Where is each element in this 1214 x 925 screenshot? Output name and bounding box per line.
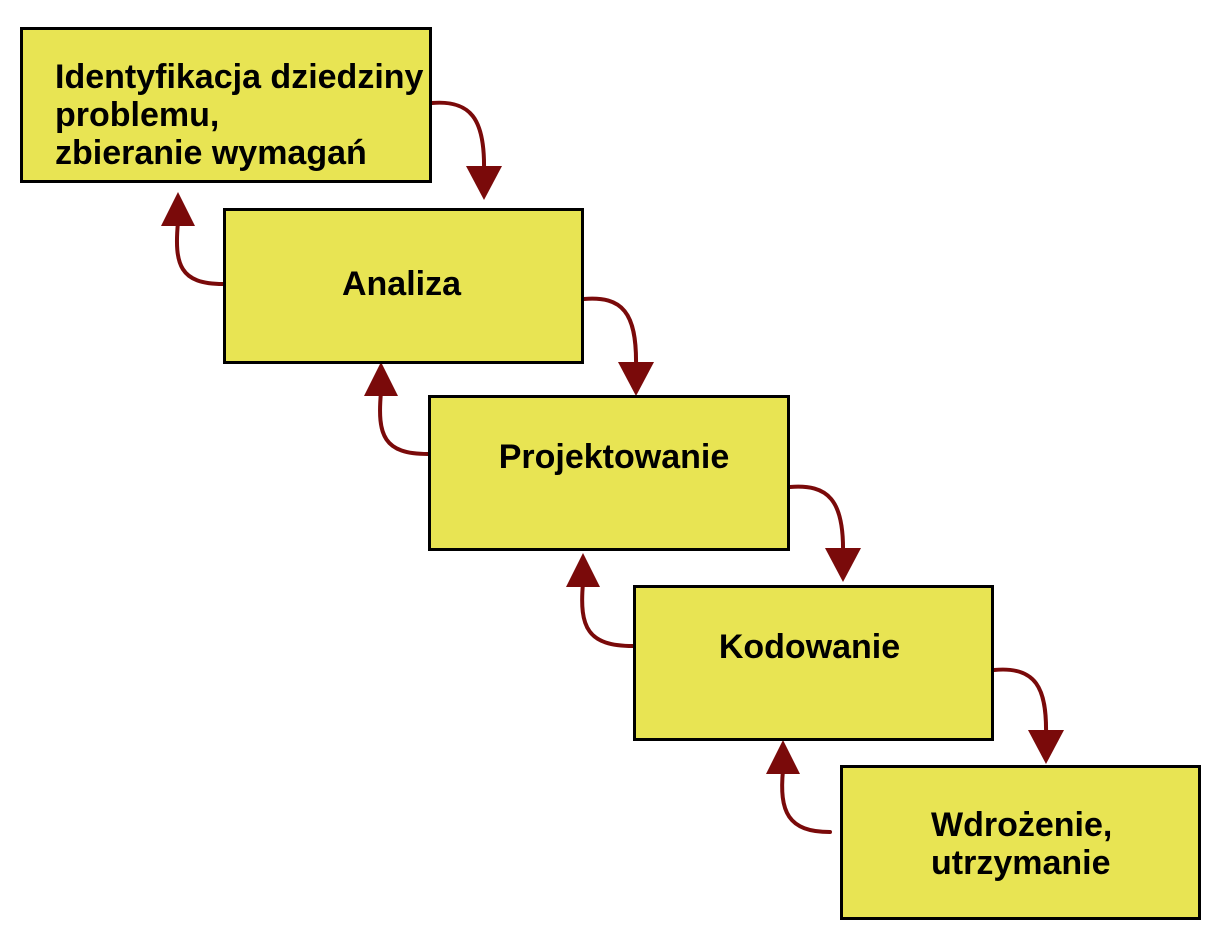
back-arrow-2-1 bbox=[174, 220, 225, 286]
stage-label-deployment: Wdrożenie, utrzymanie bbox=[931, 806, 1113, 882]
stage-box-requirements: Identyfikacja dziedziny problemu, zbiera… bbox=[20, 27, 432, 183]
stage-label-requirements: Identyfikacja dziedziny problemu, zbiera… bbox=[55, 58, 424, 172]
forward-arrowhead-1-2 bbox=[466, 166, 502, 200]
forward-arrow-1-2 bbox=[430, 100, 487, 172]
back-arrow-4-3 bbox=[580, 581, 635, 648]
back-arrowhead-2-1 bbox=[161, 192, 195, 226]
forward-arrowhead-3-4 bbox=[825, 548, 861, 582]
stage-box-coding: Kodowanie bbox=[633, 585, 994, 741]
forward-arrow-3-4 bbox=[788, 484, 846, 555]
back-arrowhead-5-4 bbox=[766, 740, 800, 774]
forward-arrow-4-5 bbox=[992, 667, 1049, 737]
stage-box-design: Projektowanie bbox=[428, 395, 790, 551]
forward-arrowhead-2-3 bbox=[618, 362, 654, 396]
back-arrowhead-3-2 bbox=[364, 362, 398, 396]
stage-label-design: Projektowanie bbox=[498, 438, 730, 476]
forward-arrow-2-3 bbox=[582, 296, 639, 368]
forward-arrowhead-4-5 bbox=[1028, 730, 1064, 764]
back-arrow-5-4 bbox=[780, 768, 832, 834]
stage-label-analysis: Analiza bbox=[341, 265, 462, 303]
back-arrow-3-2 bbox=[378, 390, 430, 456]
back-arrowhead-4-3 bbox=[566, 553, 600, 587]
stage-box-analysis: Analiza bbox=[223, 208, 584, 364]
stage-label-coding: Kodowanie bbox=[718, 628, 901, 666]
stage-box-deployment: Wdrożenie, utrzymanie bbox=[840, 765, 1201, 920]
